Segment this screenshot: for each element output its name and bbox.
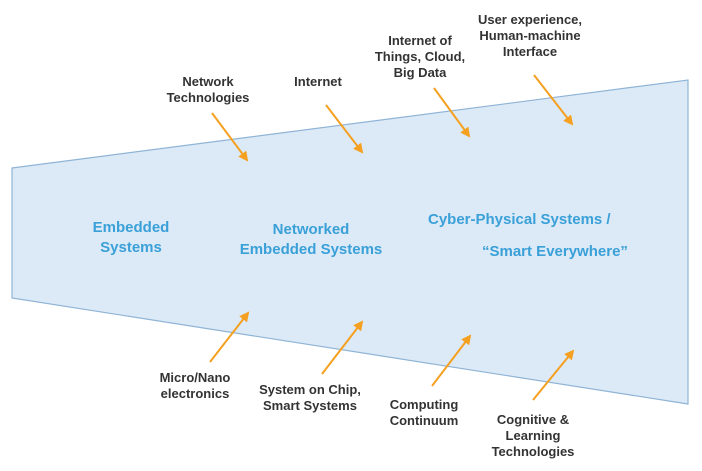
label-line: Things, Cloud, [374,49,466,64]
top-arrows [211,74,574,162]
label-line: electronics [160,386,230,401]
label-user-experience: User experience, Human-machine Interface [462,12,598,60]
label-line: Computing [389,397,459,412]
label-computing-continuum: Computing Continuum [374,397,474,429]
label-line: Technologies [491,444,575,459]
label-micro-nano-electronics: Micro/Nano electronics [140,370,250,402]
label-line: Technologies [166,90,250,105]
stage-line: Networked [272,221,350,238]
arrow-iot-cloud [433,87,471,138]
label-line: Interface [502,44,558,59]
stage-embedded-systems: Embedded Systems [72,218,190,258]
arrow-computing-continuum [431,334,472,387]
arrow-network-technologies [211,112,249,162]
funnel-shape [11,79,689,405]
label-system-on-chip: System on Chip, Smart Systems [250,382,370,414]
label-line: Internet [294,74,342,89]
bottom-arrows [209,311,575,401]
label-line: System on Chip, [259,382,361,397]
stage-line: Cyber-Physical Systems / [428,211,611,228]
label-line: Network [182,74,234,89]
stage-line: “Smart Everywhere” [482,243,628,260]
label-network-technologies: Network Technologies [150,74,266,106]
label-line: Human-machine [479,28,581,43]
arrow-internet [325,104,364,154]
stage-cyber-physical-systems: Cyber-Physical Systems / “Smart Everywhe… [428,210,628,262]
arrow-system-on-chip [321,320,364,375]
label-iot-cloud-big-data: Internet of Things, Cloud, Big Data [360,33,480,81]
label-internet: Internet [278,74,358,90]
stage-line: Systems [100,239,162,256]
stage-line: Embedded [92,219,170,236]
label-line: Internet of [388,33,452,48]
label-line: Micro/Nano [159,370,231,385]
label-line: Continuum [389,413,459,428]
label-line: Cognitive & [496,412,570,427]
stage-line: Embedded Systems [239,241,383,258]
arrow-cognitive-learning [532,349,575,401]
label-line: Smart Systems [263,398,357,413]
label-line: Big Data [393,65,447,80]
arrow-user-experience [533,74,574,126]
arrow-micro-nano [209,311,250,363]
label-line: Learning [505,428,561,443]
label-cognitive-learning: Cognitive & Learning Technologies [478,412,588,460]
stage-networked-embedded-systems: Networked Embedded Systems [226,220,396,260]
label-line: User experience, [477,12,583,27]
